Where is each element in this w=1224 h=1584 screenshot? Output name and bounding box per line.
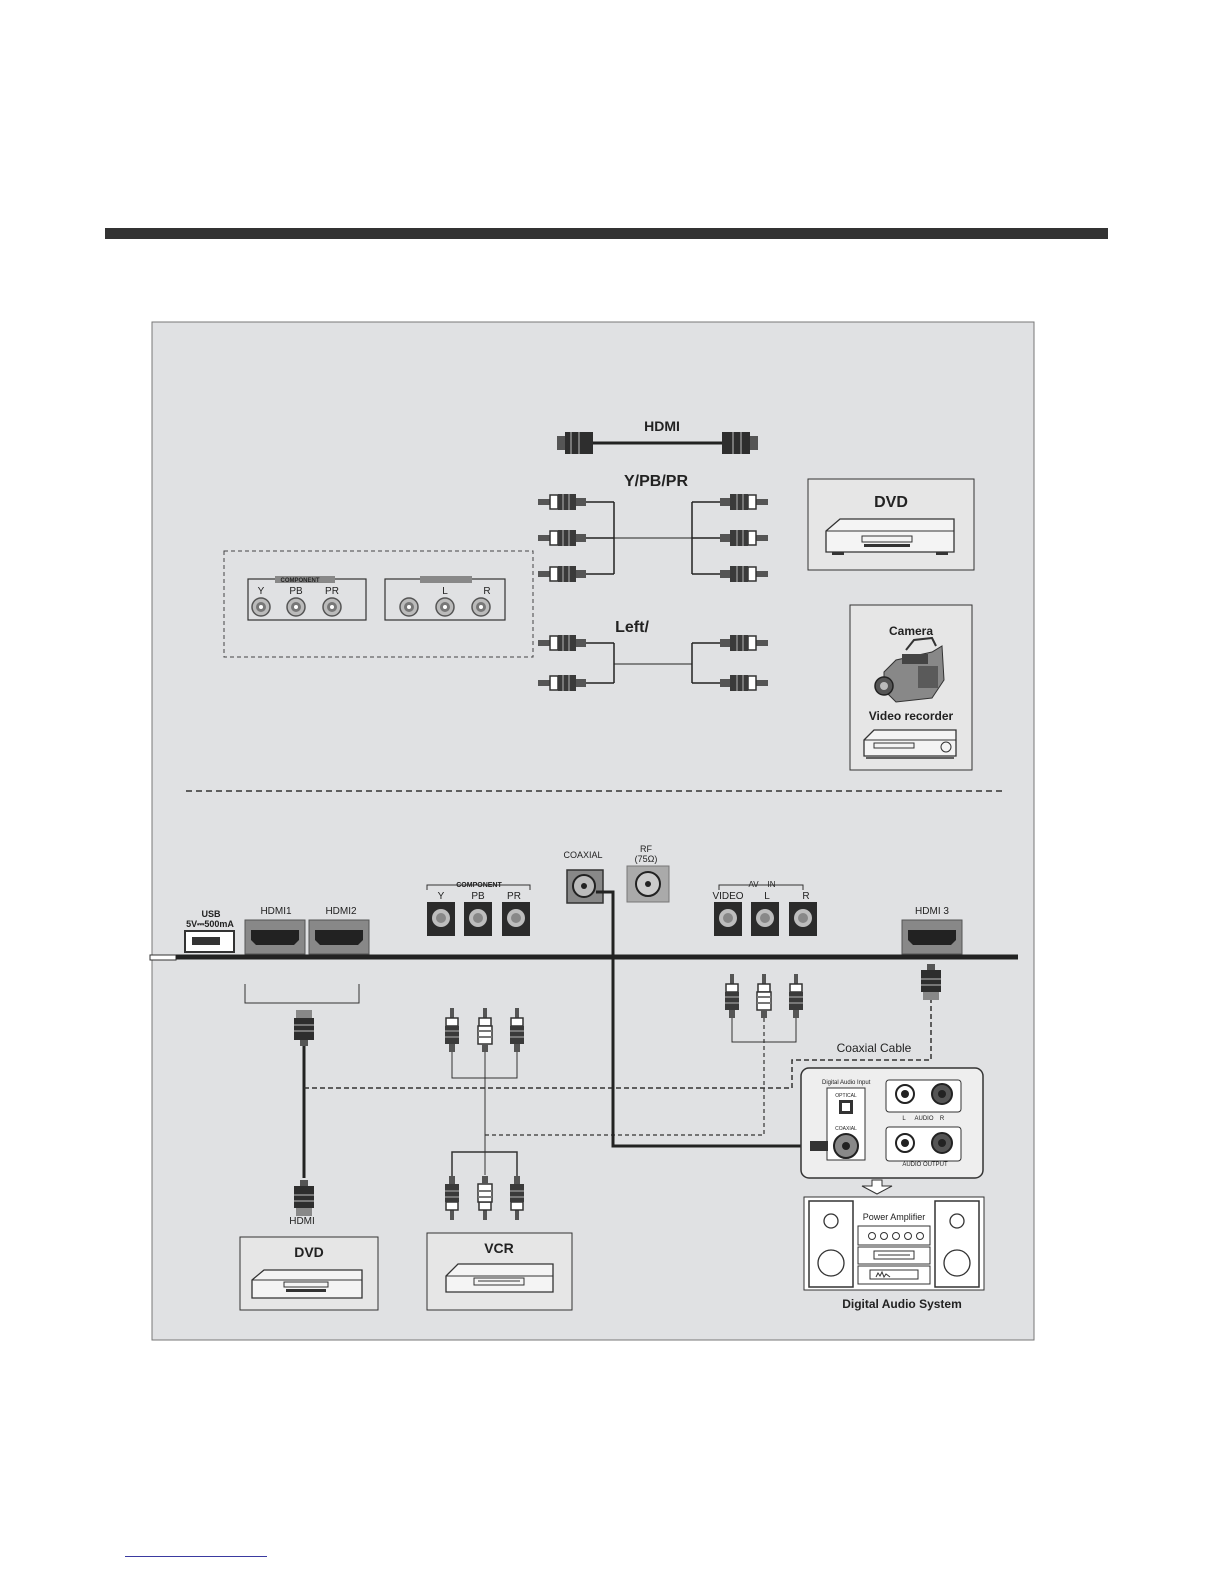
camera-recorder-device: Camera Video recorder [850,605,972,770]
av-r-jack [789,902,817,936]
panel-component-header: COMPONENT [456,882,502,889]
audio-label: AUDIO [914,1116,933,1122]
panel-component-pr-jack [502,902,530,936]
rf-port [627,866,669,902]
av-video-jack [714,902,742,936]
digital-audio-input-title: Digital Audio Input [822,1080,871,1086]
dvd-device-bottom: DVD [240,1237,378,1310]
digital-audio-system: Power Amplifier [804,1197,984,1290]
dvd-bottom-label: DVD [294,1244,324,1260]
ypbpr-cable-label: Y/PB/PR [624,473,688,490]
video-recorder-icon [864,730,956,758]
audio-r-label: R [940,1116,945,1122]
usb-port [185,931,234,952]
hdmi3-label: HDMI 3 [915,906,949,917]
hdmi2-port [309,920,369,954]
usb-label: USB [201,909,221,919]
audio-jack-label-r: R [483,586,490,597]
coaxial-label: COAXIAL [563,850,602,860]
footer-rule [125,1556,267,1557]
component-panel-header: COMPONENT [281,578,320,584]
usb-power-label: 5V⎓500mA [186,919,234,929]
left-cable-label: Left/ [615,619,649,636]
panel-component-pr: PR [507,891,521,902]
panel-component-pb-jack [464,902,492,936]
coaxial-port [567,870,603,903]
panel-component-y: Y [438,891,445,902]
vcr-device: VCR [427,1233,572,1310]
audio-output-label: AUDIO OUTPUT [902,1162,948,1168]
optical-label: OPTICAL [835,1093,857,1099]
vcr-label: VCR [484,1240,514,1256]
audio-jack-label-l: L [442,586,448,597]
video-recorder-label: Video recorder [869,709,954,723]
hdmi2-label: HDMI2 [325,906,357,917]
digital-audio-system-label: Digital Audio System [842,1297,962,1311]
av-l-jack [751,902,779,936]
power-amplifier-label: Power Amplifier [863,1212,926,1222]
av-in-header: AV IN [749,880,776,889]
camera-label: Camera [889,624,933,638]
rf-label: RF [640,844,652,854]
hdmi-cable-bottom-label: HDMI [289,1216,315,1227]
hdmi1-label: HDMI1 [260,906,292,917]
component-jack-label-y: Y [258,586,265,597]
dvd-top-label: DVD [874,494,908,511]
av-video-label: VIDEO [712,891,743,902]
coaxial-cable-label: Coaxial Cable [837,1041,912,1055]
panel-component-pb: PB [471,891,485,902]
panel-component-y-jack [427,902,455,936]
hdmi3-port [902,920,962,954]
hdmi-cable-label: HDMI [644,418,680,434]
coaxial-input-label: COAXIAL [835,1126,857,1132]
digital-audio-input-panel: Digital Audio Input OPTICAL COAXIAL L AU… [801,1068,983,1178]
hdmi1-port [245,920,305,954]
av-l-label: L [764,891,770,902]
av-r-label: R [802,891,809,902]
component-jack-label-pb: PB [289,586,303,597]
rf-sub-label: (75Ω) [635,854,658,864]
component-jack-label-pr: PR [325,586,339,597]
dvd-device-top: DVD [808,479,974,570]
